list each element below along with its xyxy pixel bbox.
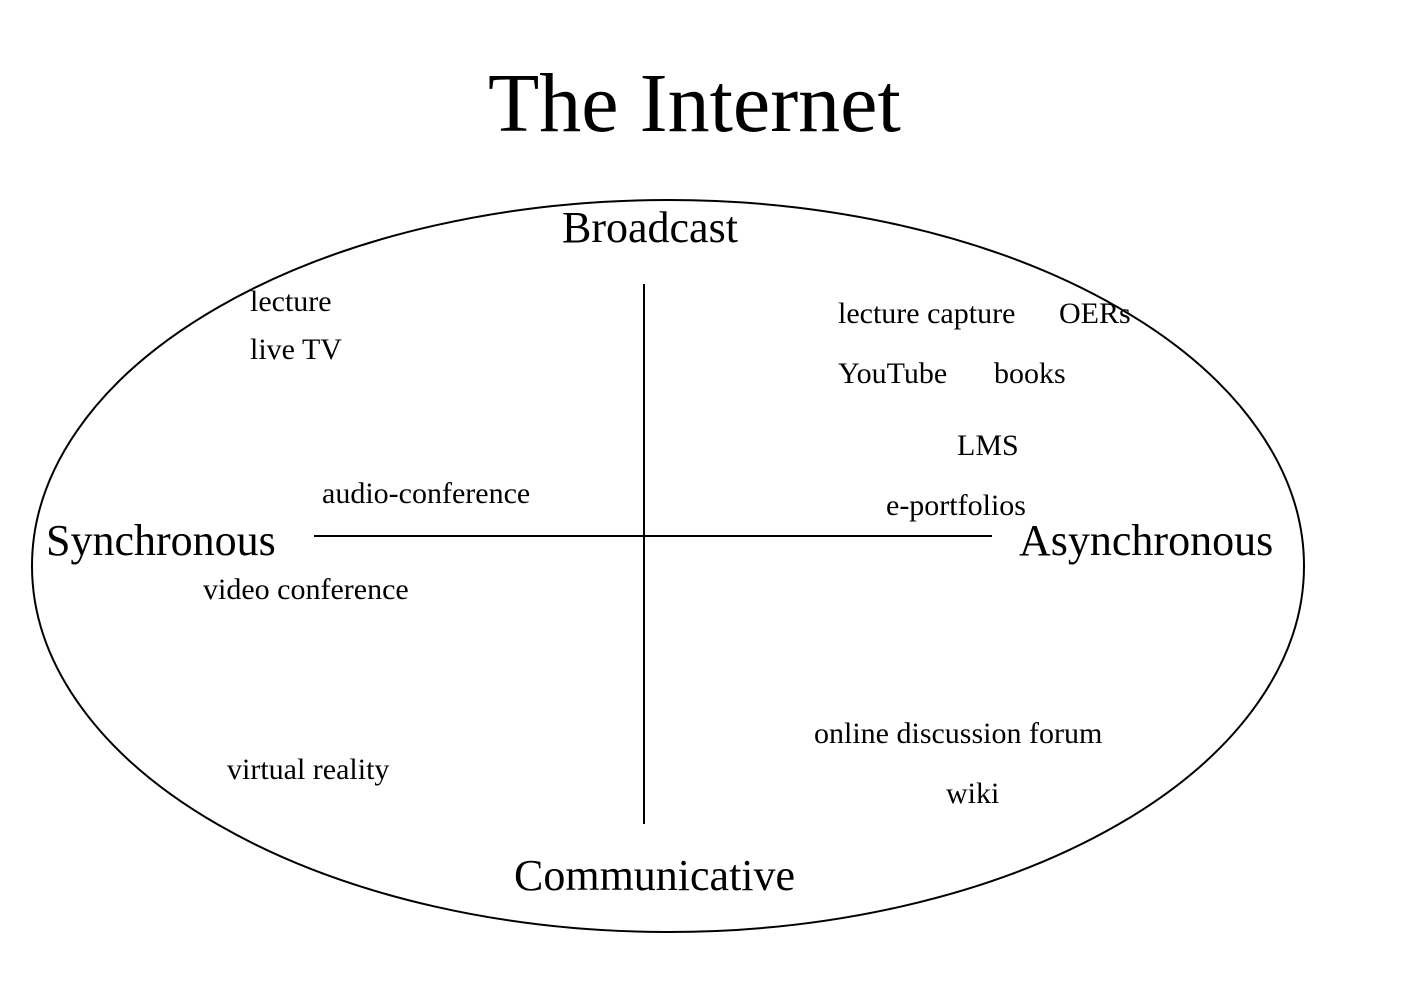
internet-ellipse	[31, 199, 1305, 933]
axis-label-communicative: Communicative	[514, 851, 796, 900]
item-youtube: YouTube	[838, 357, 948, 390]
item-lecture: lecture	[250, 285, 332, 318]
axis-label-synchronous: Synchronous	[46, 516, 276, 565]
item-live-tv: live TV	[250, 333, 342, 366]
item-oers: OERs	[1059, 297, 1131, 330]
item-virtual-reality: virtual reality	[227, 753, 390, 786]
item-audio-conference: audio-conference	[322, 477, 531, 510]
axis-label-broadcast: Broadcast	[562, 203, 738, 252]
item-e-portfolios: e-portfolios	[886, 489, 1026, 522]
item-lecture-capture: lecture capture	[838, 297, 1016, 330]
axis-label-asynchronous: Asynchronous	[1019, 516, 1274, 565]
item-lms: LMS	[957, 429, 1019, 462]
item-video-conference: video conference	[203, 573, 409, 606]
item-wiki: wiki	[946, 777, 1000, 810]
diagram-title: The Internet	[488, 57, 901, 150]
item-online-discussion-forum: online discussion forum	[814, 717, 1103, 750]
item-books: books	[994, 357, 1066, 390]
